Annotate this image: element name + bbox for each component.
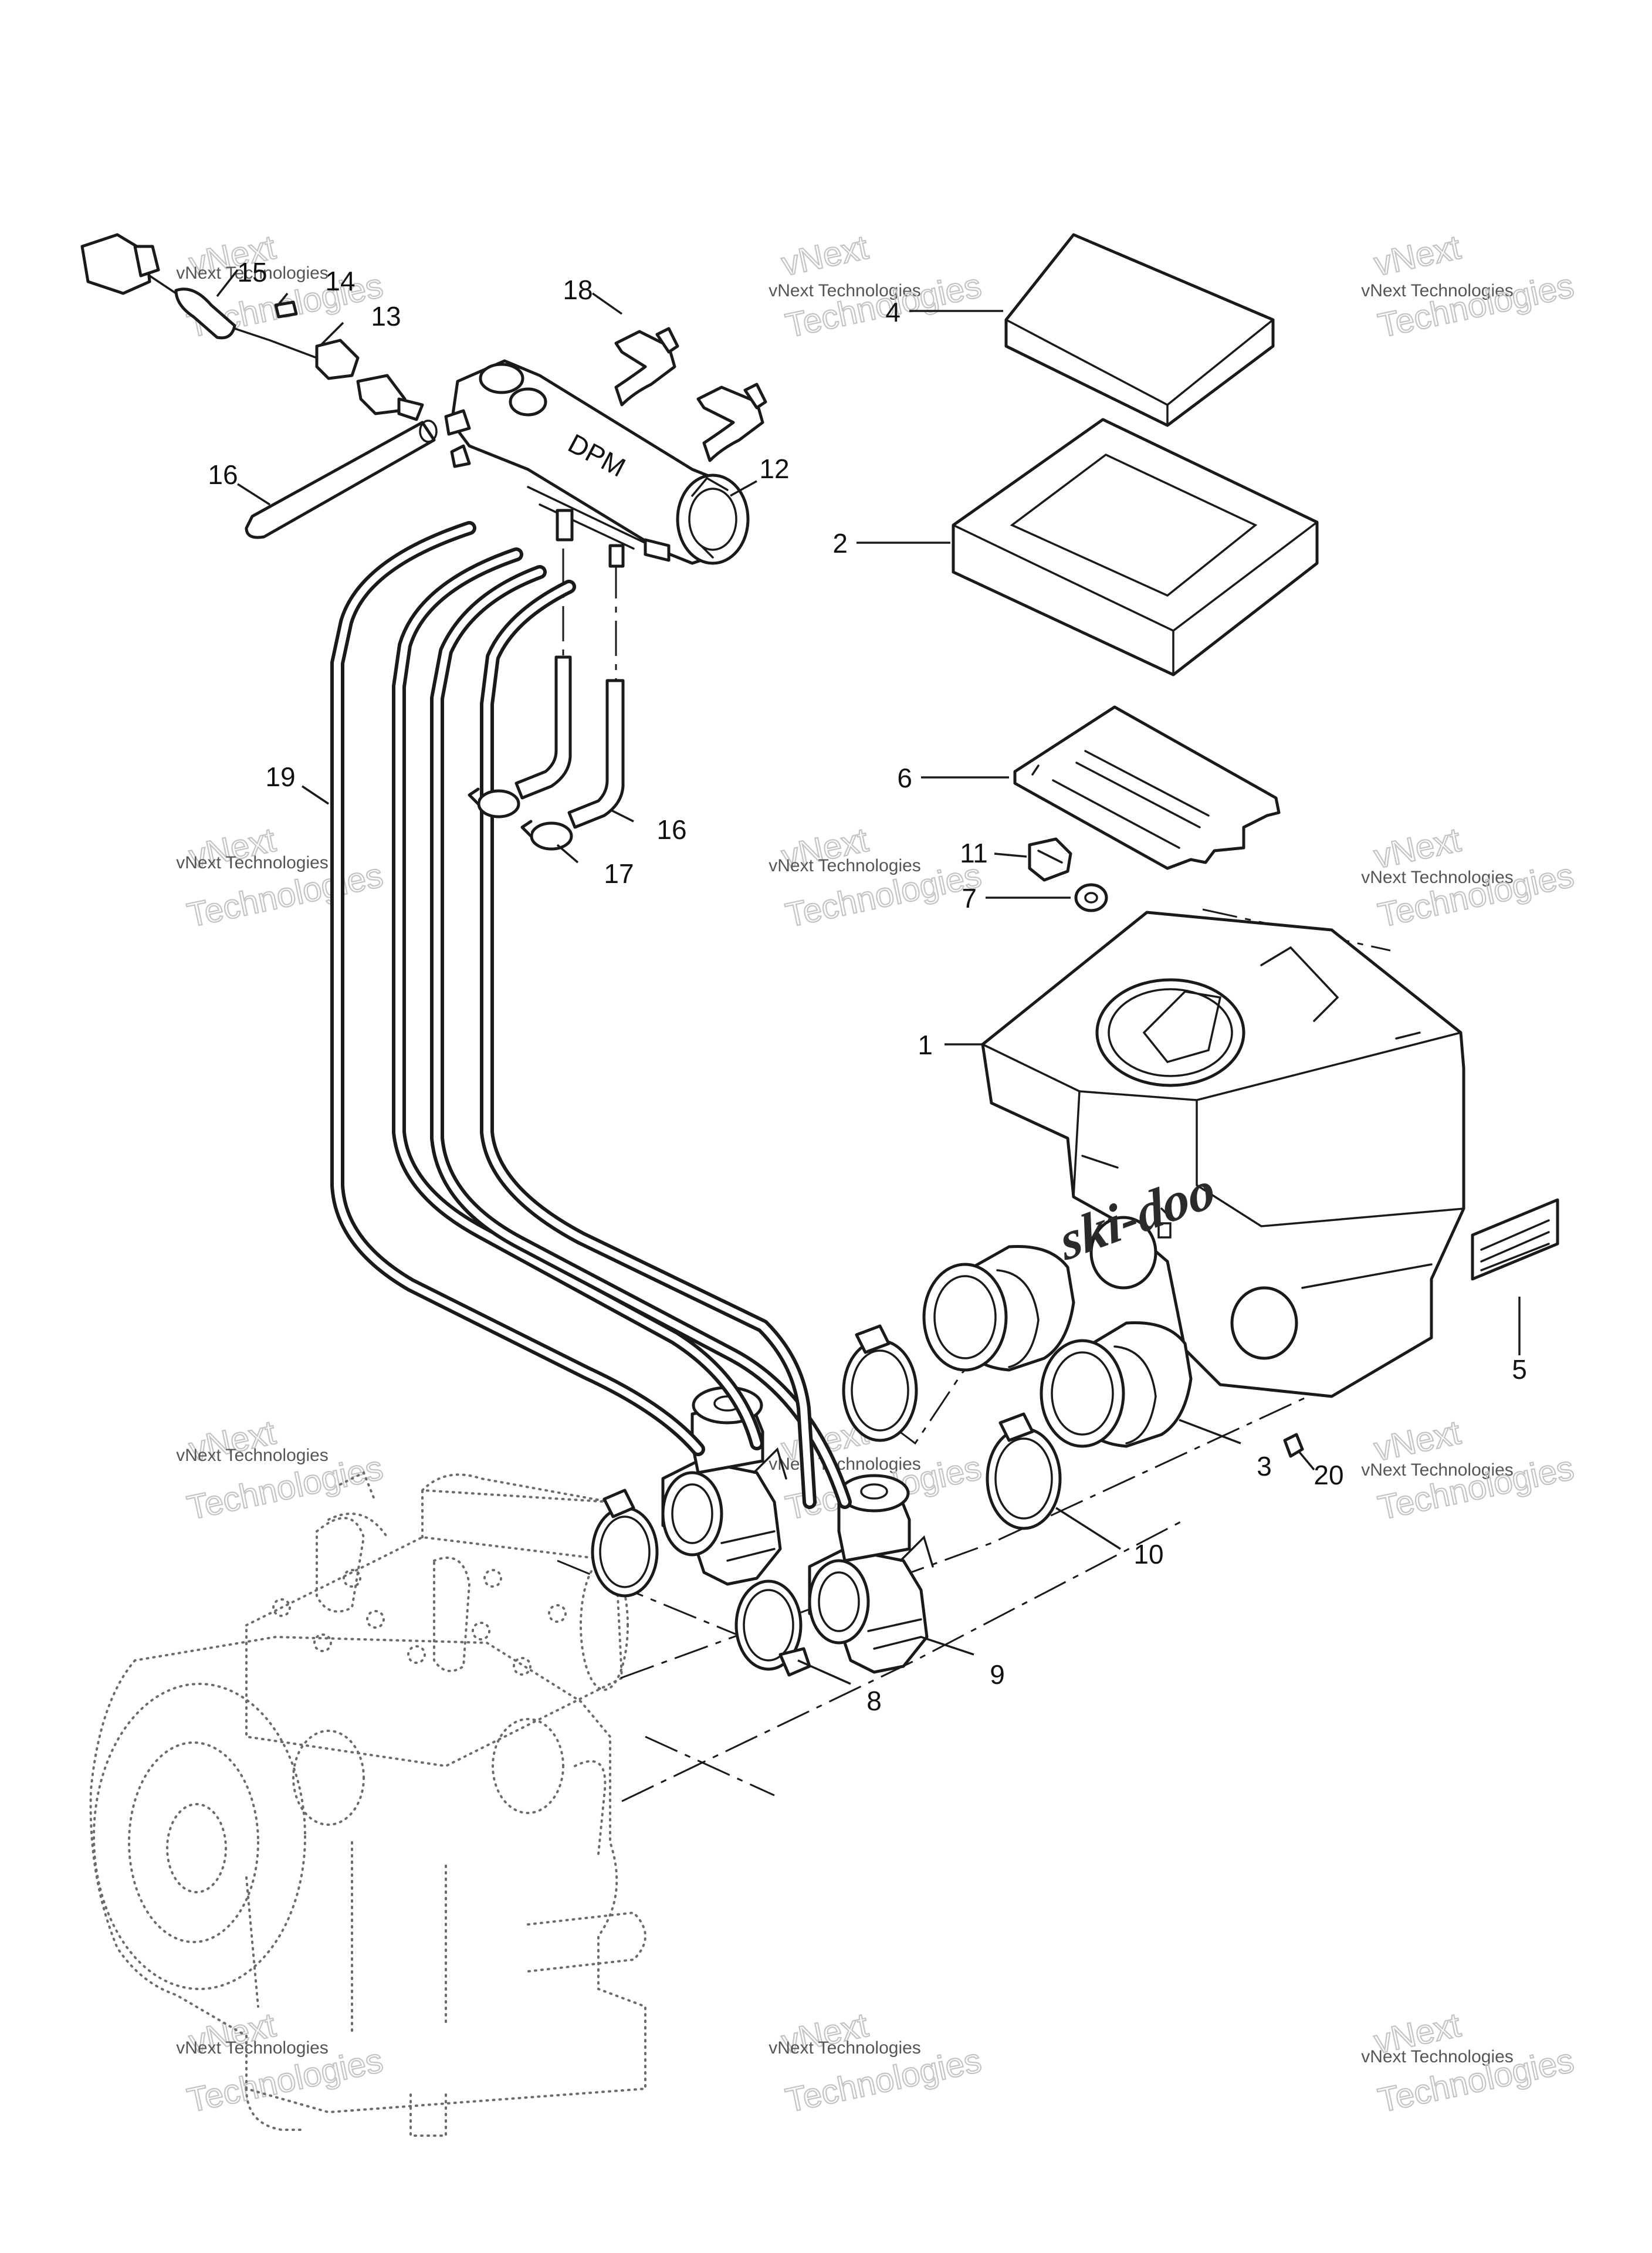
callout-7: 7 (962, 883, 977, 914)
callout-labels: 1 2 3 4 5 6 7 8 9 10 11 12 13 14 15 16 1… (208, 257, 1526, 1716)
watermark-small-text: vNext Technologies (1361, 281, 1514, 300)
callout-9: 9 (990, 1659, 1005, 1690)
callout-16-straight-hose: 16 (208, 459, 238, 490)
watermark-mid-left: vNext vNext Technologies Technologies (176, 820, 387, 935)
part-10-clamp-lower[interactable] (986, 1412, 1062, 1530)
callout-12: 12 (759, 454, 789, 484)
watermark-small-text: vNext Technologies (1361, 868, 1514, 887)
part-20-clip[interactable] (1283, 1433, 1304, 1458)
part-3-adaptor-upper[interactable] (922, 1244, 1075, 1372)
watermark-vnext-text: vNext (778, 228, 872, 283)
part-13-sensor[interactable] (233, 327, 424, 421)
part-16-hose-straight[interactable] (245, 420, 438, 539)
watermark-small-text: vNext Technologies (176, 853, 329, 872)
part-17-clamp-right[interactable] (520, 820, 573, 851)
watermark-tech-text: Technologies (783, 266, 985, 345)
watermark-mid-center: vNext vNext Technologies Technologies (769, 820, 985, 935)
callout-1: 1 (918, 1030, 933, 1060)
callout-3: 3 (1257, 1451, 1272, 1481)
watermark-small-text: vNext Technologies (769, 2038, 921, 2058)
part-11-connector[interactable] (1028, 837, 1072, 882)
watermark-vnext-text: vNext (1371, 228, 1464, 283)
part-18-bracket-left[interactable] (614, 327, 679, 407)
callout-15: 15 (237, 257, 267, 287)
part-18-bracket-right[interactable] (696, 383, 767, 462)
part-9-carburetor-lower[interactable] (808, 1474, 934, 1674)
callout-8: 8 (866, 1686, 882, 1716)
watermark-low-left: vNext vNext Technologies Technologies (176, 1413, 387, 1528)
part-12-dpm-manifold[interactable]: DPM (444, 359, 750, 568)
callout-18: 18 (563, 275, 593, 305)
part-16-hose-elbow-left[interactable] (514, 655, 572, 800)
watermark-bottom-left: vNext vNext Technologies Technologies (176, 2005, 387, 2120)
watermark-top-right: vNext vNext Technologies Technologies (1361, 228, 1577, 346)
part-7-grommet[interactable] (1074, 883, 1108, 912)
part-17-clamp-left[interactable] (468, 787, 520, 818)
watermark-top-center: vNext vNext Technologies Technologies (769, 228, 985, 346)
callout-10: 10 (1133, 1539, 1163, 1569)
watermark-bottom-right: vNext vNext Technologies Technologies (1361, 2005, 1577, 2120)
callout-20: 20 (1314, 1460, 1343, 1490)
watermark-mid-right: vNext vNext Technologies Technologies (1361, 820, 1577, 935)
part-2-filter-frame[interactable] (952, 418, 1319, 676)
callout-14: 14 (325, 266, 355, 296)
watermark-small-text: vNext Technologies (176, 2038, 329, 2058)
part-4-filter-pad[interactable] (1004, 233, 1275, 427)
callout-5: 5 (1512, 1354, 1527, 1385)
part-19-hoses[interactable] (330, 521, 852, 1509)
watermark-small-text: vNext Technologies (769, 856, 921, 875)
part-16-hose-elbow-right[interactable] (567, 679, 625, 829)
callout-4: 4 (885, 297, 901, 327)
watermark-small-text: vNext Technologies (176, 1446, 329, 1465)
callout-6: 6 (897, 763, 912, 793)
part-5-decal[interactable] (1471, 1198, 1559, 1281)
watermark-small-text: vNext Technologies (1361, 2047, 1514, 2066)
callout-17: 17 (604, 858, 634, 889)
watermark-bottom-center: vNext vNext Technologies Technologies (769, 2005, 985, 2120)
watermark-tech-text: Technologies (1375, 266, 1577, 345)
part-8-clamp-lower[interactable] (734, 1579, 811, 1677)
part-10-clamp-upper[interactable] (842, 1324, 918, 1442)
watermark-small-text: vNext Technologies (769, 1454, 921, 1474)
callout-13: 13 (371, 301, 401, 331)
part-8-clamp-upper[interactable] (591, 1489, 659, 1598)
part-9-carburetor-upper[interactable] (661, 1386, 787, 1586)
watermark-small-text: vNext Technologies (1361, 1460, 1514, 1480)
watermark-low-right: vNext vNext Technologies Technologies (1361, 1413, 1577, 1528)
callout-2: 2 (832, 528, 848, 559)
part-1-air-silencer[interactable] (981, 911, 1465, 1398)
part-6-cover-plate[interactable] (1013, 705, 1281, 870)
watermark-small-text: vNext Technologies (769, 281, 921, 300)
part-14-screw[interactable] (274, 300, 298, 319)
engine-outline (89, 1471, 646, 2137)
part-15-sensor-connector[interactable] (80, 233, 236, 340)
part-3-adaptor-lower[interactable] (1040, 1321, 1193, 1448)
callout-16-elbow-hose: 16 (656, 814, 686, 845)
watermark-small-text: vNext Technologies (176, 263, 329, 283)
callout-11: 11 (960, 838, 988, 868)
leader-lines (216, 269, 1521, 1685)
callout-19: 19 (265, 762, 295, 792)
